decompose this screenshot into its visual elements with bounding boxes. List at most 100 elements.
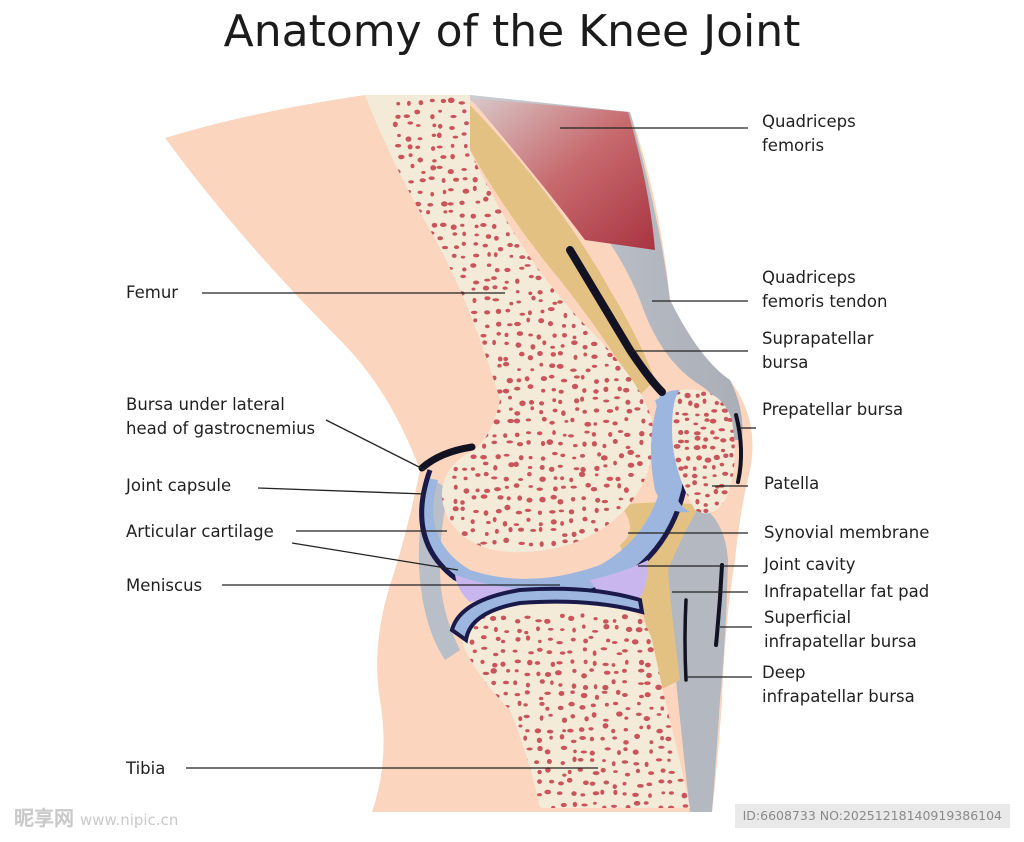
marrow-dot <box>558 683 563 687</box>
marrow-dot <box>406 466 411 470</box>
marrow-dot <box>694 492 701 495</box>
marrow-dot <box>524 508 532 512</box>
marrow-dot <box>513 523 520 526</box>
marrow-dot <box>573 749 577 754</box>
marrow-dot <box>588 727 594 731</box>
marrow-dot <box>527 384 534 389</box>
label-prepatellar-bursa: Prepatellar bursa <box>762 400 904 419</box>
marrow-dot <box>660 706 665 711</box>
marrow-dot <box>592 791 600 796</box>
marrow-dot <box>429 98 435 103</box>
marrow-dot <box>613 789 618 796</box>
marrow-dot <box>558 441 563 446</box>
marrow-dot <box>639 725 644 730</box>
marrow-dot <box>537 769 542 775</box>
marrow-dot <box>646 724 651 730</box>
marrow-dot <box>649 749 653 754</box>
marrow-dot <box>643 801 649 805</box>
marrow-dot <box>497 495 504 500</box>
marrow-dot <box>570 485 577 489</box>
marrow-dot <box>561 485 566 489</box>
marrow-dot <box>462 231 467 237</box>
marrow-dot <box>624 432 631 437</box>
marrow-dot <box>580 466 586 473</box>
marrow-dot <box>581 496 586 501</box>
marrow-dot <box>647 647 654 653</box>
marrow-dot <box>723 416 729 422</box>
marrow-dot <box>482 671 490 676</box>
marrow-dot <box>538 696 544 701</box>
marrow-dot <box>648 157 654 163</box>
marrow-dot <box>539 476 546 482</box>
marrow-dot <box>578 471 586 477</box>
marrow-dot <box>536 793 543 797</box>
marrow-dot <box>548 466 555 472</box>
marrow-dot <box>591 102 598 108</box>
label-joint-capsule: Joint capsule <box>126 476 232 495</box>
marrow-dot <box>585 483 591 488</box>
marrow-dot <box>453 177 460 182</box>
marrow-dot <box>557 300 563 304</box>
marrow-dot <box>603 670 611 675</box>
marrow-dot <box>491 224 497 229</box>
marrow-dot <box>436 145 443 149</box>
marrow-dot <box>673 444 681 449</box>
marrow-dot <box>603 386 609 392</box>
marrow-dot <box>546 759 552 764</box>
marrow-dot <box>593 422 598 426</box>
marrow-dot <box>432 159 437 163</box>
marrow-dot <box>524 672 531 677</box>
marrow-dot <box>582 516 588 522</box>
label-meniscus: Meniscus <box>126 576 203 595</box>
marrow-dot <box>392 121 398 128</box>
marrow-dot <box>474 224 479 229</box>
label-quadriceps-tendon: Quadriceps femoris tendon <box>762 268 888 311</box>
marrow-dot <box>475 473 481 477</box>
marrow-dot <box>621 614 629 620</box>
marrow-dot <box>701 391 707 396</box>
marrow-dot <box>538 639 542 644</box>
marrow-dot <box>582 345 588 350</box>
marrow-dot <box>548 374 555 379</box>
marrow-dot <box>470 528 476 533</box>
marrow-dot <box>396 485 402 489</box>
marrow-dot <box>547 307 555 312</box>
marrow-dot <box>616 711 623 717</box>
marrow-dot <box>594 528 599 532</box>
marrow-dot <box>656 728 663 734</box>
marrow-dot <box>460 274 466 279</box>
marrow-dot <box>441 245 449 250</box>
marrow-dot <box>528 485 533 488</box>
marrow-dot <box>484 278 491 282</box>
marrow-dot <box>602 443 607 449</box>
marrow-dot <box>414 109 421 115</box>
marrow-dot <box>685 484 691 488</box>
marrow-dot <box>550 661 556 667</box>
marrow-dot <box>603 483 610 488</box>
marrow-dot <box>535 275 542 281</box>
marrow-dot <box>612 736 618 740</box>
marrow-dot <box>403 114 410 118</box>
marrow-dot <box>503 537 510 543</box>
marrow-dot <box>646 639 651 645</box>
marrow-dot <box>637 618 643 625</box>
marrow-dot <box>531 295 536 301</box>
marrow-dot <box>514 669 519 673</box>
marrow-dot <box>500 649 506 653</box>
marrow-dot <box>577 758 584 762</box>
marrow-dot <box>665 736 672 742</box>
marrow-dot <box>502 286 508 290</box>
marrow-dot <box>504 332 509 338</box>
marrow-dot <box>713 454 720 461</box>
marrow-dot <box>702 465 708 469</box>
marrow-dot <box>459 200 465 205</box>
marrow-dot <box>617 750 621 756</box>
marrow-dot <box>461 132 467 136</box>
marrow-dot <box>545 767 551 773</box>
marrow-dot <box>494 268 500 273</box>
marrow-dot <box>396 443 402 448</box>
marrow-dot <box>472 649 477 654</box>
marrow-dot <box>398 154 405 160</box>
marrow-dot <box>534 661 541 665</box>
marrow-dot <box>602 619 609 624</box>
